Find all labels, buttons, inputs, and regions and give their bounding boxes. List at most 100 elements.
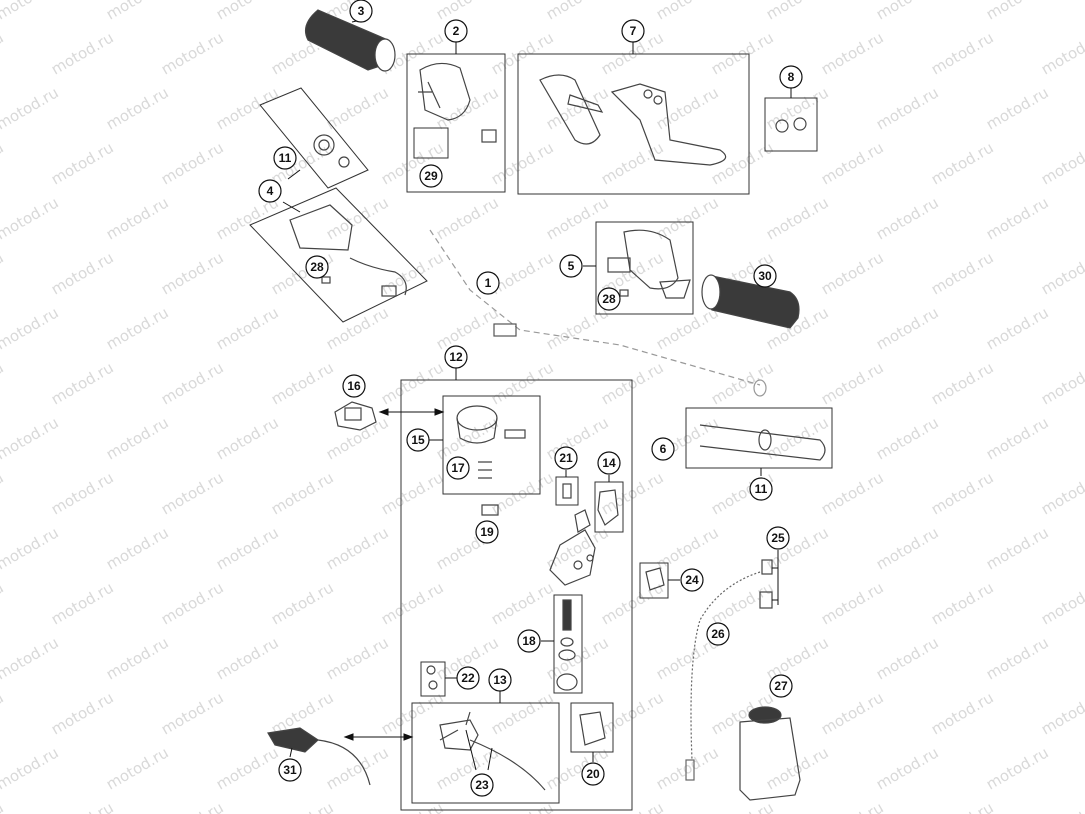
- watermark-text: motod.ru: [1038, 28, 1085, 78]
- callout-label: 3: [358, 4, 365, 18]
- callout-label: 29: [424, 169, 438, 183]
- group-box-5: [595, 221, 694, 315]
- watermark-text: motod.ru: [158, 468, 227, 518]
- watermark-text: motod.ru: [0, 633, 62, 683]
- group-box-20: [570, 702, 614, 753]
- watermark-text: motod.ru: [873, 83, 942, 133]
- watermark-text: motod.ru: [1038, 138, 1085, 188]
- watermark-text: motod.ru: [48, 28, 117, 78]
- watermark-text: motod.ru: [323, 633, 392, 683]
- watermark-text: motod.ru: [378, 578, 447, 628]
- watermark-text: motod.ru: [213, 633, 282, 683]
- reservoir-15-drawing: [456, 405, 526, 479]
- callout-circle: [342, 374, 366, 398]
- watermark-text: motod.ru: [268, 358, 337, 408]
- watermark-text: motod.ru: [158, 138, 227, 188]
- callout-circle: [766, 526, 790, 550]
- watermark-text: motod.ru: [0, 138, 7, 188]
- watermark-text: motod.ru: [1038, 798, 1085, 814]
- callout-circle: [779, 65, 803, 89]
- watermark-text: motod.ru: [983, 523, 1052, 573]
- callout-label: 25: [771, 531, 785, 545]
- watermark-text: motod.ru: [48, 578, 117, 628]
- watermark-text: motod.ru: [48, 468, 117, 518]
- group-box-15: [442, 395, 541, 495]
- watermark-text: motod.ru: [158, 248, 227, 298]
- callout-circle: [476, 271, 500, 295]
- watermark-text: motod.ru: [48, 688, 117, 738]
- callout-26: 26: [706, 622, 730, 646]
- watermark-text: motod.ru: [1038, 688, 1085, 738]
- callout-circle: [581, 762, 605, 786]
- watermark-text: motod.ru: [323, 83, 392, 133]
- callout-label: 17: [451, 461, 465, 475]
- watermark-text: motod.ru: [1038, 248, 1085, 298]
- group-box-18: [553, 594, 583, 694]
- group-box-12: [400, 379, 633, 811]
- cap-16-drawing: [334, 401, 377, 431]
- callout-11: 11: [749, 477, 773, 501]
- callout-20: 20: [581, 762, 605, 786]
- callout-label: 5: [568, 259, 575, 273]
- tank-27-drawing: [739, 706, 801, 801]
- watermark-text: motod.ru: [928, 358, 997, 408]
- watermark-text: motod.ru: [48, 138, 117, 188]
- watermark-text: motod.ru: [653, 303, 722, 353]
- switch-4-drawing: [289, 204, 407, 297]
- watermark-text: motod.ru: [488, 28, 557, 78]
- watermark-text: motod.ru: [873, 193, 942, 243]
- watermark-text: motod.ru: [48, 358, 117, 408]
- callout-circle: [621, 19, 645, 43]
- watermark-text: motod.ru: [983, 83, 1052, 133]
- callout-label: 24: [685, 573, 699, 587]
- callout-circle: [470, 773, 494, 797]
- callout-27: 27: [769, 674, 793, 698]
- watermark-text: motod.ru: [983, 743, 1052, 793]
- callout-circle: [769, 674, 793, 698]
- callout-label: 13: [493, 673, 507, 687]
- callout-label: 19: [480, 525, 494, 539]
- watermark-text: motod.ru: [488, 358, 557, 408]
- callout-label: 14: [602, 456, 616, 470]
- callout-circle: [554, 446, 578, 470]
- watermark-text: motod.ru: [983, 633, 1052, 683]
- callout-circle: [749, 477, 773, 501]
- watermark-text: motod.ru: [818, 358, 887, 408]
- watermark-text: motod.ru: [158, 688, 227, 738]
- watermark-text: motod.ru: [983, 413, 1052, 463]
- callout-circle: [278, 758, 302, 782]
- watermark-text: motod.ru: [1038, 468, 1085, 518]
- watermark-text: motod.ru: [378, 248, 447, 298]
- watermark-text: motod.ru: [103, 0, 172, 23]
- part-24-drawing: [645, 567, 665, 591]
- watermark-text: motod.ru: [928, 688, 997, 738]
- watermark-text: motod.ru: [0, 28, 7, 78]
- callout-21: 21: [554, 446, 578, 470]
- watermark-text: motod.ru: [543, 83, 612, 133]
- watermark-text: motod.ru: [323, 303, 392, 353]
- pedal-13-drawing: [439, 711, 546, 791]
- watermark-text: motod.ru: [378, 358, 447, 408]
- watermark-text: motod.ru: [488, 248, 557, 298]
- watermark-text: motod.ru: [1038, 578, 1085, 628]
- watermark-text: motod.ru: [158, 798, 227, 814]
- watermark-text: motod.ru: [763, 83, 832, 133]
- watermark-text: motod.ru: [0, 798, 7, 814]
- callout-circle: [517, 629, 541, 653]
- watermark-text: motod.ru: [268, 798, 337, 814]
- tube-11-drawing: [699, 424, 826, 461]
- watermark-text: motod.ru: [708, 358, 777, 408]
- watermark-text: motod.ru: [818, 468, 887, 518]
- callout-label: 4: [267, 184, 274, 198]
- callout-12: 12: [444, 345, 468, 369]
- callout-13: 13: [488, 668, 512, 692]
- callout-circle: [446, 456, 470, 480]
- watermark-text: motod.ru: [928, 578, 997, 628]
- watermark-text: motod.ru: [488, 138, 557, 188]
- watermark-text: motod.ru: [0, 413, 62, 463]
- watermark-text: motod.ru: [103, 743, 172, 793]
- watermark-text: motod.ru: [0, 578, 7, 628]
- watermark-text: motod.ru: [708, 798, 777, 814]
